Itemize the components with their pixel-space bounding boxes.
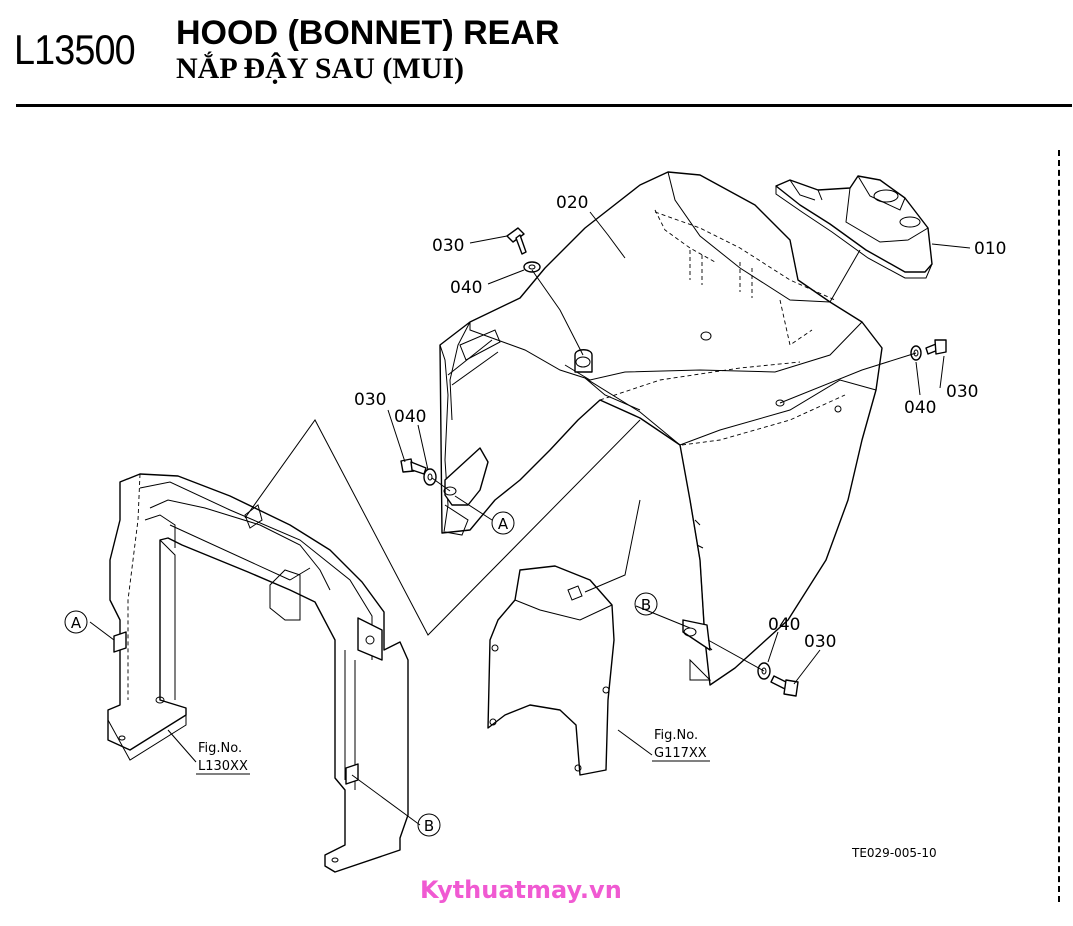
fastener-right xyxy=(910,339,947,361)
callout-040-left: 040 xyxy=(394,407,426,427)
fastener-top xyxy=(506,227,541,273)
leader-lines xyxy=(89,211,971,826)
part-group-code: L13500 xyxy=(14,26,136,73)
marker-a-hood-label: A xyxy=(498,515,509,533)
marker-b-hood: B xyxy=(634,592,658,616)
marker-b-hood-label: B xyxy=(641,596,651,614)
drawing-code: TE029-005-10 xyxy=(851,846,937,860)
fastener-bottom xyxy=(757,662,799,697)
watermark: Kythuatmay.vn xyxy=(420,876,622,904)
marker-b-frame-label: B xyxy=(424,817,434,835)
frame-fig-label: Fig.No. xyxy=(198,741,242,756)
callout-040-bottom: 040 xyxy=(768,615,800,635)
rear-hood-020 xyxy=(439,171,883,686)
callout-010: 010 xyxy=(974,239,1006,259)
panel-fig-label: Fig.No. xyxy=(654,728,698,743)
callout-030-top: 030 xyxy=(432,236,464,256)
callout-020: 020 xyxy=(556,193,588,213)
page-edge-dashed-line xyxy=(1058,150,1060,902)
title-english: HOOD (BONNET) REAR xyxy=(176,14,560,52)
marker-a-hood: A xyxy=(491,511,515,535)
marker-a-frame-label: A xyxy=(71,614,82,632)
callout-040-right: 040 xyxy=(904,398,936,418)
top-cover-010 xyxy=(775,175,933,279)
callout-030-bottom: 030 xyxy=(804,632,836,652)
panel-fig-code: G117XX xyxy=(654,746,707,761)
title-vietnamese: NẮP ĐẬY SAU (MUI) xyxy=(176,52,465,85)
header-rule xyxy=(16,104,1072,107)
bottom-panel xyxy=(487,565,615,776)
marker-a-frame: A xyxy=(64,610,88,634)
callout-030-right: 030 xyxy=(946,382,978,402)
frame-fig-code: L130XX xyxy=(198,759,248,774)
callout-040-top: 040 xyxy=(450,278,482,298)
marker-b-frame: B xyxy=(417,813,441,837)
callout-030-left: 030 xyxy=(354,390,386,410)
hood-bracket-frame xyxy=(107,473,409,873)
fastener-left xyxy=(400,458,437,486)
